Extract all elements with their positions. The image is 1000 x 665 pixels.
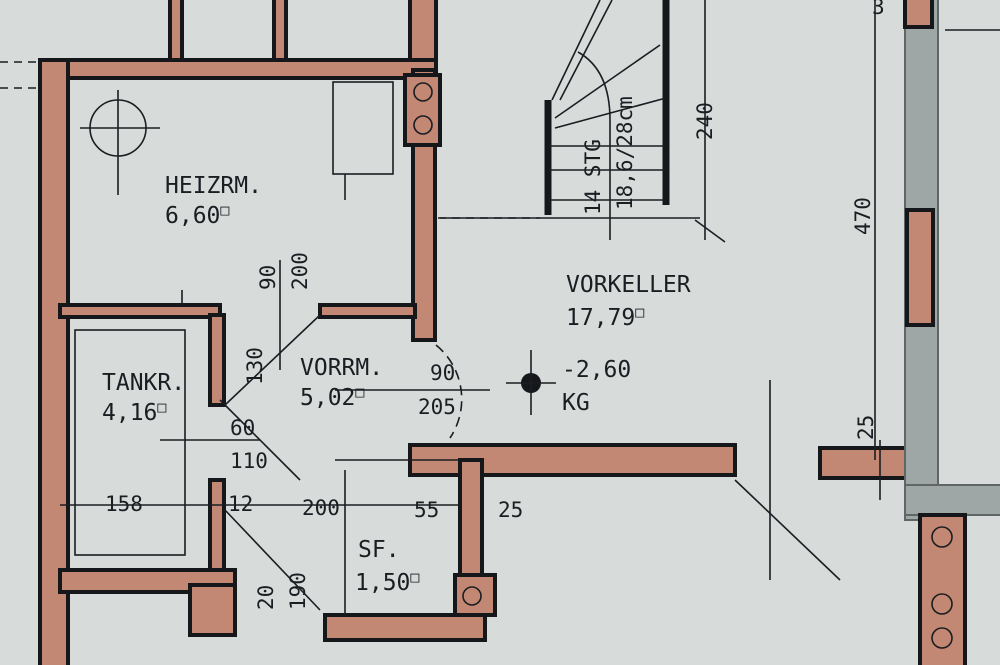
dim-sf-width: 55 [414, 498, 439, 522]
stair-rise-run: 18,6/28cm [613, 96, 637, 210]
room-area-heizrm: 6,60□ [165, 201, 229, 229]
room-name-heizrm: HEIZRM. [165, 173, 262, 199]
room-name-vorkeller: VORKELLER [566, 272, 691, 298]
dim-tank-width: 158 [105, 492, 143, 516]
level-value: -2,60 [562, 357, 631, 383]
dim-wall-25: 25 [498, 498, 523, 522]
room-area-sf: 1,50□ [355, 568, 419, 596]
dim-sf-door-height: 190 [286, 572, 310, 610]
dim-sf-door-width: 20 [254, 585, 278, 610]
dim-vorkeller-depth: 470 [851, 197, 875, 235]
dim-heiz-door-width: 90 [256, 265, 280, 290]
dimension-lines [0, 0, 1000, 615]
stair-steps: 14 STG [581, 139, 605, 215]
dim-vorrm-door-width: 90 [430, 361, 455, 385]
chimney-flues [413, 82, 953, 649]
room-name-sf: SF. [358, 537, 400, 563]
dim-vorrm-door-height: 205 [418, 395, 456, 419]
dim-wall-12: 12 [228, 492, 253, 516]
dim-heiz-door-height: 200 [288, 252, 312, 290]
room-name-tankr: TANKR. [102, 370, 185, 396]
dim-stair-length: 240 [693, 102, 717, 140]
dim-tank-opening-height: 110 [230, 449, 268, 473]
level-marker-icon [506, 350, 556, 415]
dim-vorrm-width: 200 [302, 496, 340, 520]
walls [38, 0, 1000, 665]
room-area-vorrm: 5,02□ [300, 383, 364, 411]
dim-right-wall: 25 [854, 415, 878, 440]
room-area-vorkeller: 17,79□ [566, 303, 644, 331]
level-label: KG [562, 390, 590, 416]
dim-top-right: 3 [872, 0, 885, 19]
room-area-tankr: 4,16□ [102, 398, 166, 426]
dim-tank-door-width: 130 [243, 347, 267, 385]
room-name-vorrm: VORRM. [300, 355, 383, 381]
staircase [544, 0, 670, 240]
dim-tank-opening-width: 60 [230, 416, 255, 440]
